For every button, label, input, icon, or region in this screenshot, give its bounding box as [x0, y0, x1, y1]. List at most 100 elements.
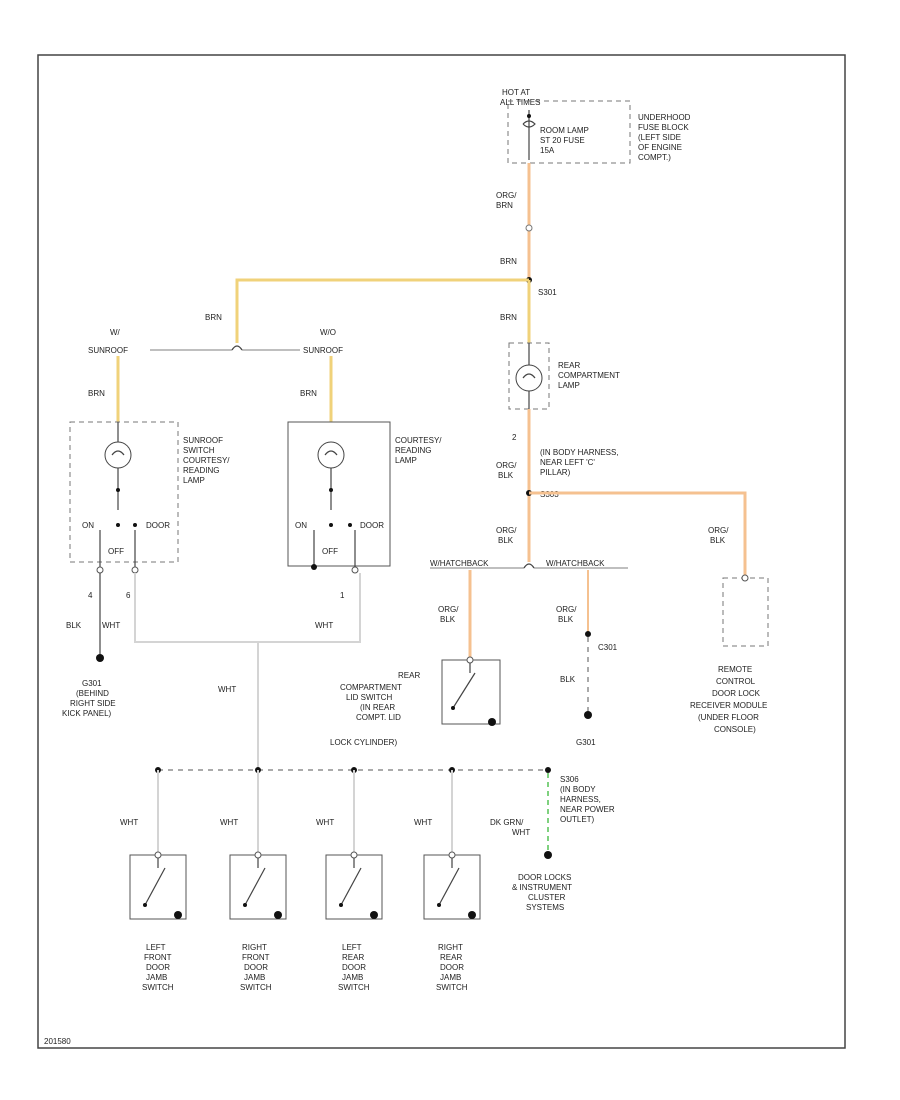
courtesy-comp-line2: READING: [395, 446, 431, 455]
remote-module: REMOTE CONTROL DOOR LOCK RECEIVER MODULE…: [690, 574, 769, 734]
fuse-block-line4: OF ENGINE: [638, 143, 682, 152]
ground-label-2: (BEHIND: [76, 689, 109, 698]
fuse-block-line2: FUSE BLOCK: [638, 123, 689, 132]
fuse-name-line2: ST 20 FUSE: [540, 136, 585, 145]
fuse-block-line3: (LEFT SIDE: [638, 133, 681, 142]
lid-line6: LOCK CYLINDER): [330, 738, 397, 747]
lid-line2: COMPARTMENT: [340, 683, 402, 692]
wire-label-wht-e: WHT: [220, 818, 238, 827]
splice-s306-line3: HARNESS,: [560, 795, 601, 804]
door-systems-line4: SYSTEMS: [526, 903, 564, 912]
rear-lamp-line3: LAMP: [558, 381, 580, 390]
wire-label-brn-sunroof: BRN: [88, 389, 105, 398]
door1-line5: SWITCH: [142, 983, 174, 992]
wire-label-wht-a: WHT: [102, 621, 120, 630]
door3-line1: LEFT: [342, 943, 362, 952]
ground-label-3: RIGHT SIDE: [70, 699, 116, 708]
rear-compartment-lamp: REAR COMPARTMENT LAMP 2: [508, 342, 620, 442]
fuse-name-line3: 15A: [540, 146, 555, 155]
wire-label-org-blk-a2: BLK: [498, 471, 514, 480]
door2-line2: FRONT: [242, 953, 270, 962]
rear-lamp-line2: COMPARTMENT: [558, 371, 620, 380]
splice-s306-line4: NEAR POWER: [560, 805, 615, 814]
lid-switch: REAR COMPARTMENT LID SWITCH (IN REAR COM…: [330, 656, 501, 747]
courtesy-off-label: OFF: [322, 547, 338, 556]
door4-line3: DOOR: [440, 963, 464, 972]
sunroof-off-label: OFF: [108, 547, 124, 556]
wire-label-org-blk-c1: ORG/: [708, 526, 729, 535]
door3-line5: SWITCH: [338, 983, 370, 992]
wire-label-brn-top: BRN: [500, 257, 517, 266]
door2-line3: DOOR: [244, 963, 268, 972]
pin-label-left: 4: [88, 591, 93, 600]
wire-label-dk-grn-1: DK GRN/: [490, 818, 524, 827]
wire-label-org-blk-a1: ORG/: [496, 461, 517, 470]
courtesy-on-label: ON: [295, 521, 307, 530]
sunroof-lamp-box: [69, 421, 179, 563]
wire-label-brn-rear: BRN: [500, 313, 517, 322]
remote-line1: REMOTE: [718, 665, 752, 674]
courtesy-lamp-box: [287, 421, 391, 567]
sunroof-door-label: DOOR: [146, 521, 170, 530]
rear-lamp-pin: 2: [512, 433, 517, 442]
splice-s301-label: S301: [538, 288, 557, 297]
remote-line5: (UNDER FLOOR: [698, 713, 759, 722]
fuse-block: HOT AT ALL TIMES ROOM LAMP ST 20 FUSE 15…: [500, 88, 691, 164]
courtesy-comp-line3: LAMP: [395, 456, 417, 465]
wire-label-org-brn-2: BRN: [496, 201, 513, 210]
courtesy-bulb-icon: [317, 441, 345, 469]
pin-label-courtesy: 1: [340, 591, 345, 600]
white-bus: 6 WHT 1 WHT WHT WHT WHT WHT WHT DK GRN/ …: [102, 573, 615, 912]
fuse-block-line1: UNDERHOOD: [638, 113, 691, 122]
wire-label-org-blk-b2: BLK: [498, 536, 514, 545]
harness-line3: PILLAR): [540, 468, 571, 477]
remote-line6: CONSOLE): [714, 725, 756, 734]
door-systems-line1: DOOR LOCKS: [518, 873, 571, 882]
wire-label-wht-f: WHT: [316, 818, 334, 827]
wire-label-org-blk-e1: ORG/: [556, 605, 577, 614]
option-w-sunroof-num: W/: [110, 328, 121, 337]
sunroof-comp-line2: SWITCH: [183, 446, 215, 455]
door3-line2: REAR: [342, 953, 364, 962]
door2-line1: RIGHT: [242, 943, 267, 952]
fuse-block-line5: COMPT.): [638, 153, 671, 162]
remote-line4: RECEIVER MODULE: [690, 701, 767, 710]
wire-label-org-blk-b1: ORG/: [496, 526, 517, 535]
remote-line2: CONTROL: [716, 677, 756, 686]
option-w-hatchback: W/HATCHBACK: [430, 559, 489, 568]
bus-dot-5: [545, 767, 551, 773]
door-systems-line3: CLUSTER: [528, 893, 566, 902]
ground-g301-left-dot: [96, 654, 104, 662]
org-blk-wiring: ORG/ BLK (IN BODY HARNESS, NEAR LEFT 'C'…: [430, 409, 747, 747]
rear-lamp-line1: REAR: [558, 361, 580, 370]
ground-g301-right-dot: [584, 711, 592, 719]
door2-line5: SWITCH: [240, 983, 272, 992]
splice-s306-line1: S306: [560, 775, 579, 784]
connector-c301-label: C301: [598, 643, 618, 652]
sunroof-comp-line3: COURTESY/: [183, 456, 230, 465]
wire-label-wht-g: WHT: [414, 818, 432, 827]
wire-label-wht-b: WHT: [315, 621, 333, 630]
wire-label-org-blk-d2: BLK: [440, 615, 456, 624]
wire-label-blk-right: BLK: [560, 675, 576, 684]
door-systems-line2: & INSTRUMENT: [512, 883, 572, 892]
courtesy-door-label: DOOR: [360, 521, 384, 530]
door-switch-1: LEFT FRONT DOOR JAMB SWITCH: [129, 851, 187, 992]
option-wo-sunroof: SUNROOF: [303, 346, 343, 355]
sunroof-lamp-assembly: BRN ON DOOR OFF SUNROOF SWITCH COURTESY/…: [69, 356, 230, 574]
wire-brn-branch-left: [235, 278, 529, 343]
wire-label-org-blk-e2: BLK: [558, 615, 574, 624]
diagram-code: 201580: [44, 1037, 71, 1046]
courtesy-lamp-assembly: BRN ON DOOR OFF COURTESY/ READING LAMP: [287, 356, 442, 574]
door3-line4: JAMB: [342, 973, 363, 982]
lid-line1: REAR: [398, 671, 420, 680]
option-wo-hatchback: W/HATCHBACK: [546, 559, 605, 568]
door4-line4: JAMB: [440, 973, 461, 982]
wire-label-dk-grn-2: WHT: [512, 828, 530, 837]
lid-line3: LID SWITCH: [346, 693, 392, 702]
door4-line5: SWITCH: [436, 983, 468, 992]
ground-label-1: G301: [82, 679, 102, 688]
door1-line4: JAMB: [146, 973, 167, 982]
fuse-icon: [522, 110, 536, 160]
sunroof-comp-line4: READING: [183, 466, 219, 475]
